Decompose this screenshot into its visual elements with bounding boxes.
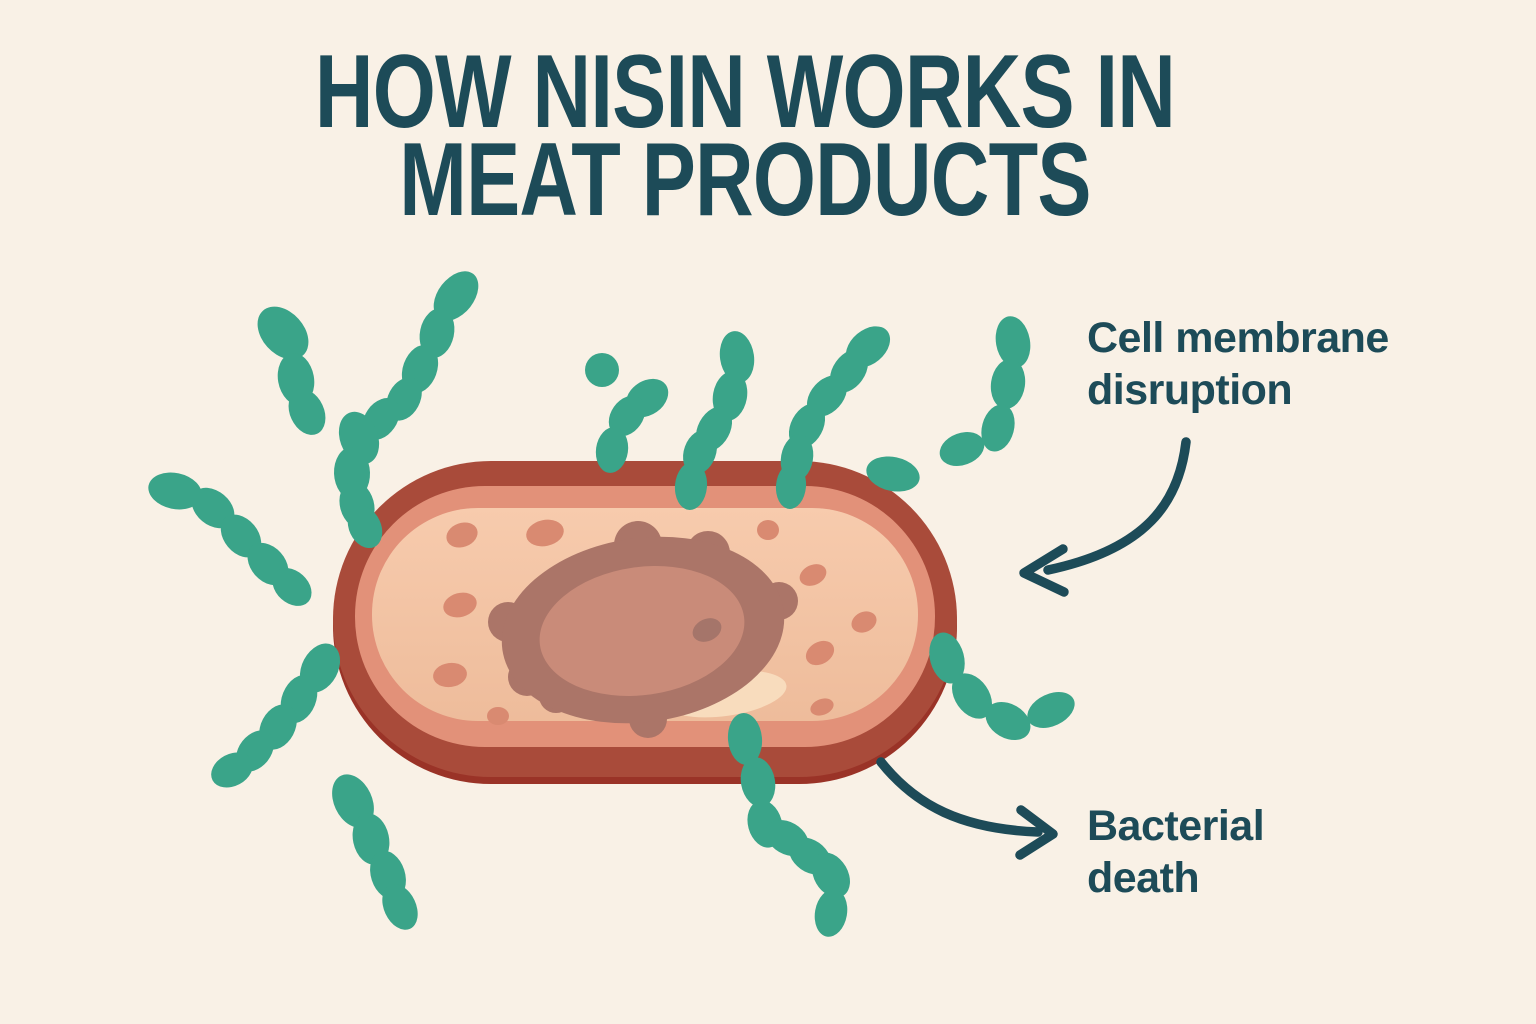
nisin-chain-top-right-inner <box>775 326 891 509</box>
membrane-label-line1: Cell membrane <box>1087 314 1389 362</box>
nisin-chain-lower-left <box>211 643 341 788</box>
nisin-chain-top-right-outer <box>939 316 1031 466</box>
death-label-line2: death <box>1087 854 1200 903</box>
nisin-bead <box>929 632 965 684</box>
nisin-bead <box>608 395 646 437</box>
nisin-bead <box>719 331 755 383</box>
nisin-bead <box>257 306 309 360</box>
cytoplasm-spot <box>851 611 877 633</box>
nisin-chain-bottom-left <box>332 774 418 930</box>
nisin-bead <box>740 757 776 807</box>
cytoplasm-spot <box>526 519 564 547</box>
page-title-line2: MEAT PRODUCTS <box>399 122 1091 239</box>
nisin-bead <box>419 308 455 358</box>
nisin-bead <box>985 702 1031 740</box>
bacterial-cell <box>333 461 957 784</box>
nisin-bead <box>990 359 1026 409</box>
nisin-bead <box>272 568 312 606</box>
page-title: HOW NISIN WORKS IN MEAT PRODUCTS <box>164 34 1326 239</box>
death-label-line1: Bacterial <box>1087 802 1265 850</box>
nisin-chain-top-middle <box>585 353 669 473</box>
nisin-chain-upper-left <box>257 271 479 549</box>
nisin-bead <box>674 462 708 510</box>
nisin-bead <box>595 427 629 473</box>
nisin-chain-right <box>929 632 1075 740</box>
nisin-bead <box>939 432 985 466</box>
nisin-chains <box>148 271 1075 937</box>
cytoplasm-spot <box>446 522 478 548</box>
membrane-label: Cell membrane disruption <box>1087 312 1389 417</box>
nisin-bead <box>814 889 848 937</box>
death-arrow <box>876 757 1058 860</box>
cytoplasm-spot <box>799 564 827 586</box>
cytoplasm-spot <box>810 698 834 716</box>
nisin-bead <box>775 463 807 509</box>
nisin-chain-bottom <box>727 713 850 937</box>
nucleoid <box>488 521 798 738</box>
nisin-bead <box>220 514 262 558</box>
nisin-bead <box>812 852 850 898</box>
nisin-bead <box>952 673 992 719</box>
nisin-bead <box>148 472 202 510</box>
nisin-bead <box>191 487 235 529</box>
nucleoid-dot <box>692 618 722 642</box>
cytoplasm-spot <box>805 640 835 666</box>
cytoplasm-spot <box>443 592 477 618</box>
nisin-bead <box>433 271 479 321</box>
cytoplasm-spot <box>487 707 509 725</box>
nisin-bead <box>981 404 1015 452</box>
nisin-bead <box>382 884 418 930</box>
cytoplasm-spots <box>433 519 877 725</box>
membrane-label-line2: disruption <box>1087 366 1293 415</box>
nisin-bead <box>211 752 253 788</box>
membrane-arrow <box>1019 437 1191 597</box>
death-label: Bacterial death <box>1087 800 1265 905</box>
cytoplasm-spot <box>757 520 779 540</box>
nisin-bead <box>585 353 619 387</box>
nisin-bead <box>995 316 1031 368</box>
nisin-bead <box>347 505 383 549</box>
nisin-bead <box>288 389 326 435</box>
nisin-bead <box>866 456 920 492</box>
nisin-bead <box>1027 692 1075 728</box>
page-title-line1: HOW NISIN WORKS IN <box>314 34 1176 150</box>
nisin-chain-left <box>148 472 312 606</box>
nisin-chain-top <box>674 331 755 510</box>
nucleoid-inner <box>539 566 745 696</box>
nisin-bead <box>727 713 763 765</box>
cytoplasm-spot <box>433 662 467 688</box>
